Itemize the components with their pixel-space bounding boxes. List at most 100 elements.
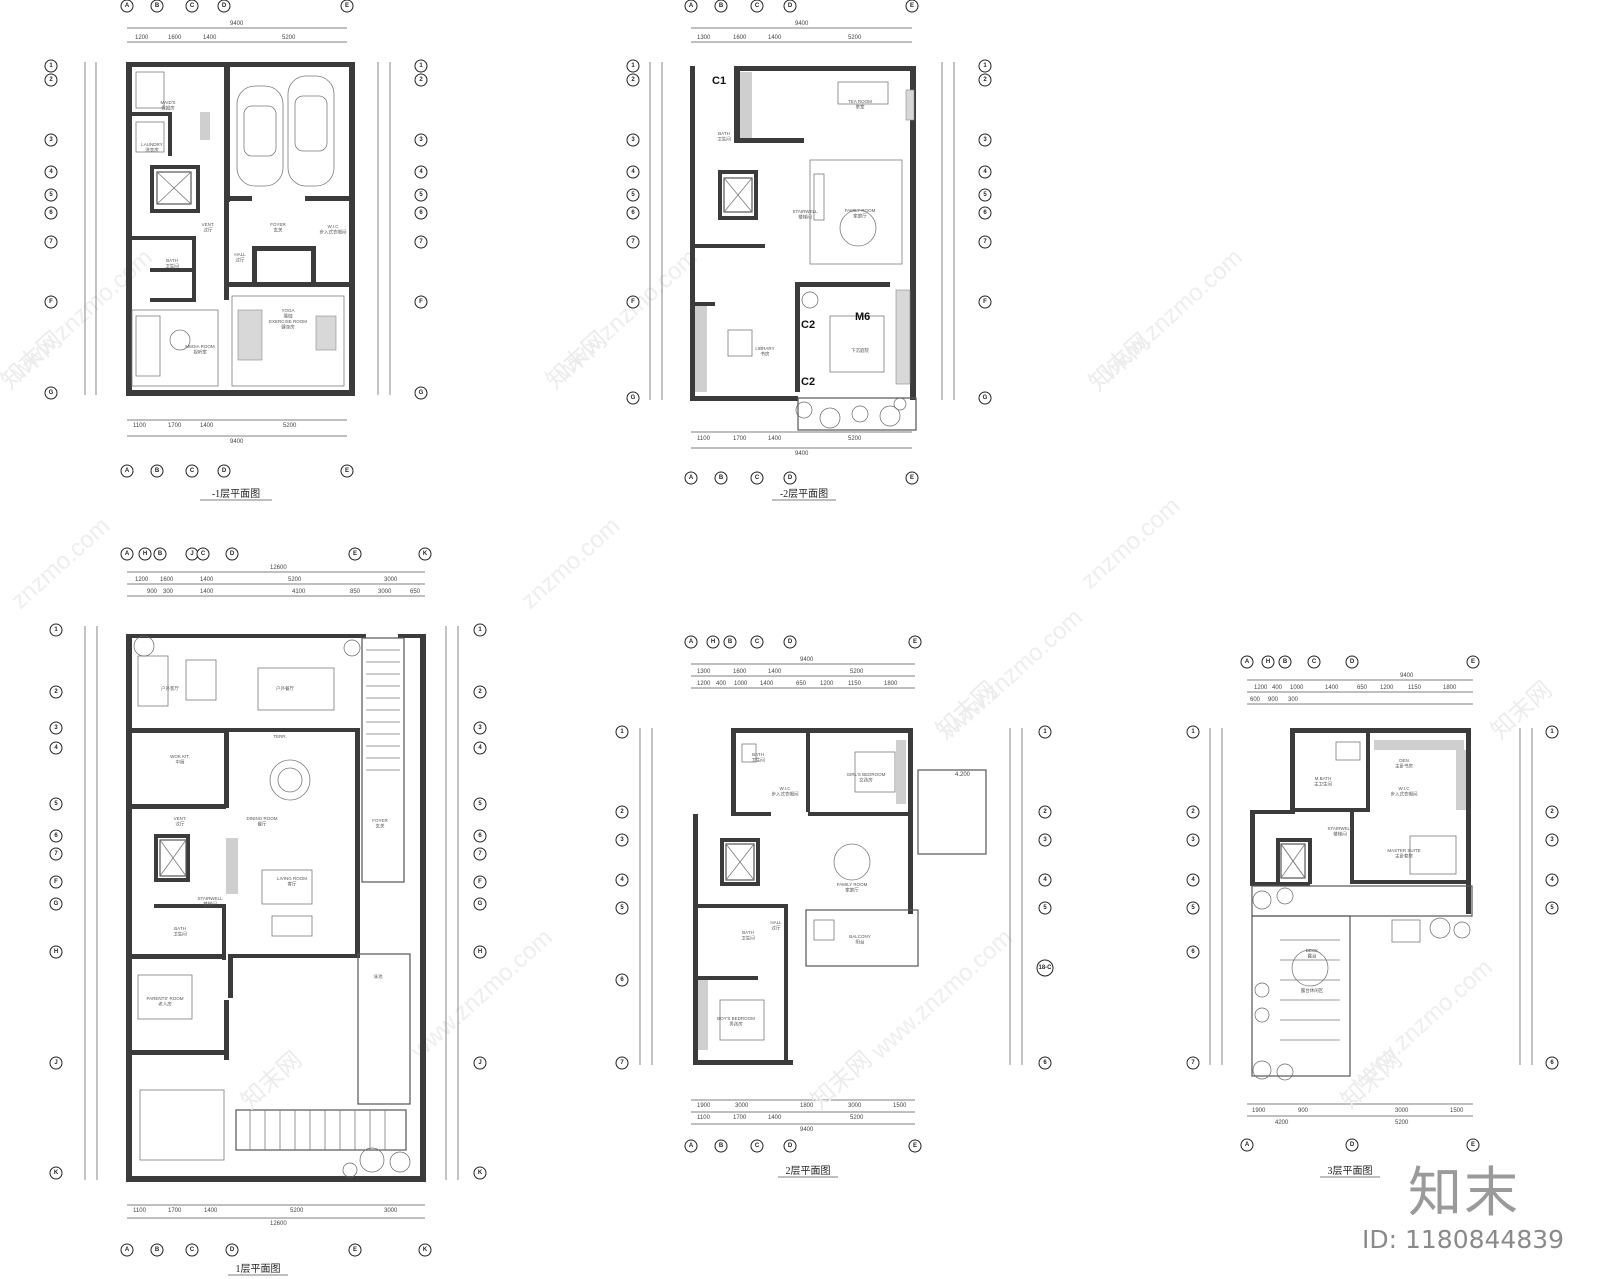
svg-text:C: C [1312, 659, 1317, 665]
window-tag: C1 [712, 75, 726, 87]
svg-text:9400: 9400 [795, 21, 809, 27]
svg-text:1300: 1300 [697, 35, 711, 41]
svg-text:7: 7 [478, 851, 482, 857]
axis-bubbles-left: 1 2 3 4 5 6 7 F G [44, 59, 58, 400]
axis-bubbles-left: 1 2 3 4 5 6 7 F G H J K [49, 623, 63, 1180]
svg-text:C: C [755, 3, 760, 9]
svg-text:E: E [353, 1247, 357, 1253]
svg-text:1: 1 [1550, 729, 1554, 735]
svg-text:2: 2 [419, 77, 423, 83]
svg-text:5: 5 [983, 192, 987, 198]
watermark-text: znzmo.com [516, 512, 625, 614]
plan-title: 3层平面图 [1328, 1165, 1373, 1177]
svg-text:5200: 5200 [282, 35, 296, 41]
svg-text:3: 3 [1550, 837, 1554, 843]
svg-text:H: H [54, 949, 58, 955]
plan-title: -1层平面图 [212, 488, 260, 500]
svg-text:9400: 9400 [800, 657, 814, 663]
svg-text:4100: 4100 [292, 589, 306, 595]
svg-text:C: C [190, 3, 195, 9]
svg-text:3000: 3000 [384, 577, 398, 583]
section-tag: 18-C [1038, 965, 1052, 971]
svg-text:G: G [54, 901, 59, 907]
resource-id-label: ID: 1180844839 [1362, 1225, 1565, 1254]
svg-text:C: C [190, 468, 195, 474]
svg-text:5200: 5200 [850, 669, 864, 675]
plan-basement-1: A B C D E 9400 1200 1600 1400 5200 1 2 3… [44, 0, 428, 501]
svg-text:E: E [1471, 659, 1475, 665]
svg-text:3: 3 [49, 137, 53, 143]
svg-text:1200: 1200 [820, 681, 834, 687]
svg-text:D: D [230, 551, 235, 557]
svg-text:B: B [155, 1247, 160, 1253]
svg-text:1: 1 [983, 63, 987, 69]
svg-text:6: 6 [631, 210, 635, 216]
svg-text:E: E [353, 551, 357, 557]
svg-text:1100: 1100 [697, 436, 711, 442]
watermark-text: 知末网 [0, 326, 68, 394]
room-label: 泳池 [374, 973, 383, 980]
svg-text:A: A [689, 475, 694, 481]
svg-text:7: 7 [620, 1060, 624, 1066]
svg-text:9400: 9400 [230, 439, 244, 445]
svg-text:F: F [54, 879, 58, 885]
svg-text:B: B [155, 468, 160, 474]
svg-text:1800: 1800 [800, 1103, 814, 1109]
svg-text:1800: 1800 [884, 681, 898, 687]
svg-text:7: 7 [419, 239, 423, 245]
svg-text:6: 6 [1043, 1060, 1047, 1066]
svg-text:C: C [755, 1143, 760, 1149]
svg-text:9400: 9400 [230, 21, 244, 27]
svg-text:A: A [1245, 1142, 1250, 1148]
axis-bubbles-right: 1 2 3 4 5 6 7 F G [414, 59, 428, 400]
svg-text:5: 5 [54, 801, 58, 807]
svg-text:5: 5 [478, 801, 482, 807]
svg-text:6: 6 [983, 210, 987, 216]
svg-text:1: 1 [419, 63, 423, 69]
svg-text:6: 6 [478, 833, 482, 839]
svg-text:4: 4 [983, 169, 987, 175]
svg-text:A: A [125, 551, 130, 557]
svg-text:J: J [190, 551, 193, 557]
svg-text:1600: 1600 [160, 577, 174, 583]
room-label: TERR. [273, 734, 287, 739]
svg-text:C: C [201, 551, 206, 557]
svg-text:1100: 1100 [133, 423, 147, 429]
axis-bubbles-top: A B C D E [120, 0, 354, 13]
svg-text:1100: 1100 [133, 1208, 147, 1214]
svg-text:1600: 1600 [733, 35, 747, 41]
svg-text:E: E [345, 3, 349, 9]
svg-text:1900: 1900 [1252, 1108, 1266, 1114]
svg-text:D: D [222, 3, 227, 9]
svg-text:E: E [910, 475, 914, 481]
svg-text:1400: 1400 [760, 681, 774, 687]
svg-text:1400: 1400 [203, 35, 217, 41]
svg-text:4200: 4200 [1275, 1120, 1289, 1126]
svg-text:K: K [478, 1170, 483, 1176]
axis-bubbles-left: 1 2 3 4 5 6 7 F G [626, 59, 640, 405]
svg-text:5200: 5200 [290, 1208, 304, 1214]
axis-bubbles-bottom: A D E [1240, 1138, 1480, 1152]
svg-text:2: 2 [54, 689, 58, 695]
room-label: VENT.过厅 [174, 816, 187, 828]
svg-text:D: D [1350, 659, 1355, 665]
svg-text:5200: 5200 [283, 423, 297, 429]
svg-text:1400: 1400 [768, 1115, 782, 1121]
svg-text:G: G [49, 390, 54, 396]
svg-text:3: 3 [631, 137, 635, 143]
axis-bubbles-right: 1 2 3 4 5 6 7 F G H J K [473, 623, 487, 1180]
svg-text:1100: 1100 [697, 1115, 711, 1121]
svg-text:1700: 1700 [733, 436, 747, 442]
